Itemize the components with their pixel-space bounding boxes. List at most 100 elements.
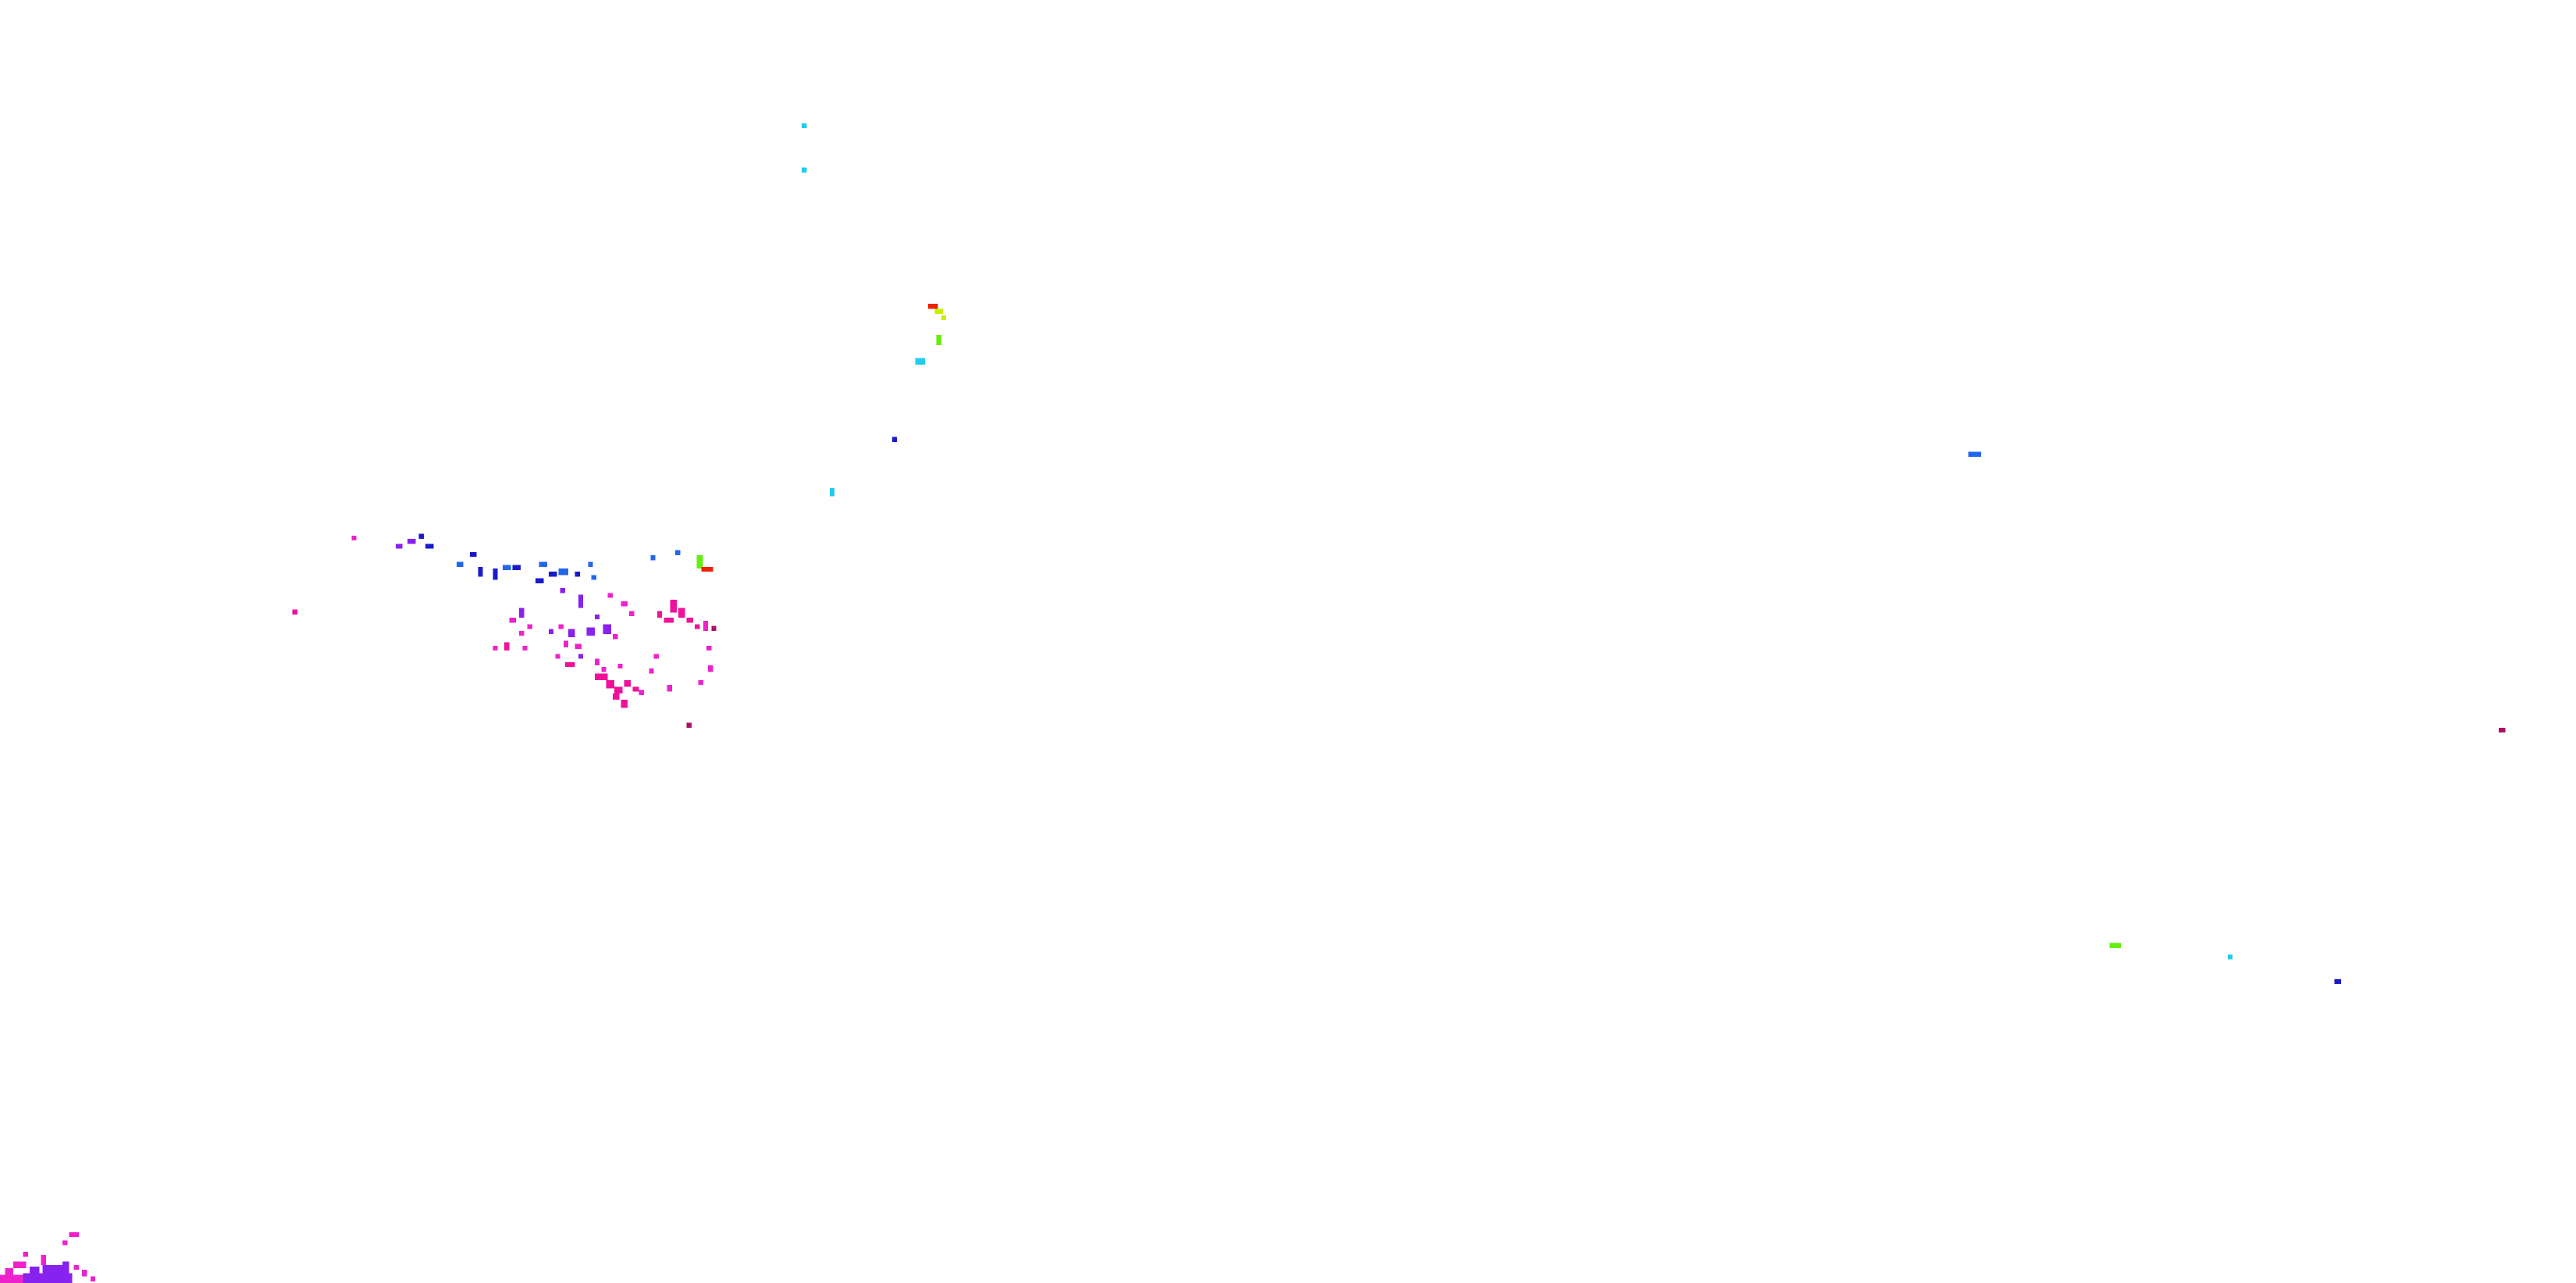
pixel-speck	[457, 561, 464, 567]
pixel-speck	[617, 663, 623, 669]
pixel-speck	[407, 539, 416, 544]
pixel-speck	[82, 1270, 87, 1277]
pixel-speck	[512, 565, 521, 570]
pixel-speck	[519, 608, 525, 618]
pixel-speck	[703, 621, 709, 631]
pixel-speck	[934, 308, 943, 314]
pixel-speck	[621, 700, 628, 708]
pixel-speck	[292, 609, 297, 615]
pixel-speck	[656, 611, 663, 618]
pixel-speck	[2227, 954, 2233, 960]
pixel-speck	[504, 642, 510, 651]
pixel-speck	[578, 594, 584, 608]
pixel-speck	[639, 690, 644, 695]
pixel-speck	[594, 614, 600, 620]
pixel-speck	[607, 593, 613, 598]
pixel-speck	[578, 654, 584, 659]
pixel-speck	[594, 673, 608, 680]
pixel-speck	[42, 1264, 62, 1275]
pixel-speck	[686, 722, 692, 728]
pixel-speck	[594, 658, 600, 665]
pixel-speck	[675, 550, 681, 555]
pixel-speck	[588, 561, 593, 567]
pixel-speck	[601, 667, 607, 672]
pixel-speck	[653, 654, 659, 659]
pixel-speck	[493, 568, 498, 580]
pixel-speck	[0, 1274, 23, 1283]
pixel-speck	[12, 1261, 27, 1269]
pixel-speck	[686, 618, 694, 623]
pixel-speck	[62, 1240, 68, 1246]
pixel-speck	[2109, 943, 2121, 948]
pixel-speck	[555, 654, 560, 659]
pixel-speck	[802, 167, 807, 173]
pixel-speck	[425, 543, 434, 549]
pixel-speck	[565, 661, 575, 668]
pixel-speck	[915, 358, 925, 365]
pixel-speck	[493, 645, 498, 651]
pixel-speck	[41, 1255, 46, 1265]
pixel-speck	[539, 561, 547, 567]
pixel-speck	[941, 315, 947, 321]
pixel-speck	[527, 624, 532, 629]
pixel-speck	[351, 535, 357, 541]
pixel-speck	[5, 1268, 13, 1277]
pixel-speck	[69, 1231, 79, 1238]
pixel-speck	[568, 629, 575, 638]
pixel-speck	[73, 1264, 79, 1271]
pixel-speck	[621, 601, 628, 607]
pixel-speck	[667, 685, 672, 692]
pixel-speck	[2499, 727, 2506, 733]
pixel-speck	[575, 572, 580, 577]
pixel-speck	[613, 693, 620, 700]
pixel-speck	[23, 1273, 73, 1283]
pixel-speck	[698, 679, 703, 686]
pixel-speck	[613, 634, 618, 640]
pixel-speck	[558, 624, 564, 629]
pixel-speck	[708, 665, 713, 672]
pixel-speck	[469, 551, 477, 558]
pixel-speck	[586, 627, 595, 636]
pixel-speck	[519, 630, 525, 636]
pixel-speck	[695, 624, 700, 629]
pixel-speck	[606, 679, 615, 689]
pixel-speck	[891, 437, 898, 442]
pixel-speck	[614, 686, 623, 693]
pixel-speck	[936, 335, 941, 345]
pixel-speck	[591, 575, 596, 580]
pixel-speck	[701, 566, 713, 572]
pixel-speck	[522, 645, 528, 651]
pixel-speck	[629, 611, 635, 616]
pixel-speck	[418, 533, 424, 539]
pixel-speck	[575, 643, 582, 649]
pixel-speck	[670, 599, 678, 613]
pixel-speck	[706, 645, 712, 651]
pixel-speck	[649, 668, 654, 674]
pixel-speck	[62, 1261, 69, 1274]
pixel-speck	[509, 618, 516, 623]
pixel-speck	[558, 568, 569, 576]
pixel-speck	[711, 625, 717, 631]
pixel-speck	[678, 608, 685, 618]
pixel-speck	[632, 686, 639, 692]
pixel-speck	[802, 123, 807, 129]
pixel-speck	[563, 640, 569, 647]
pixel-speck	[928, 304, 938, 309]
pixel-speck	[548, 629, 554, 634]
pixel-speck	[90, 1276, 96, 1281]
pixel-speck	[23, 1252, 28, 1257]
pixel-speck	[603, 624, 611, 634]
pixel-speck	[560, 588, 565, 593]
pixel-speck	[829, 487, 835, 497]
pixel-speck	[624, 679, 632, 687]
pixel-speck	[396, 543, 403, 549]
pixel-speck	[650, 555, 656, 561]
pixel-speck	[548, 572, 557, 577]
pixel-speck	[478, 566, 483, 577]
pixel-speck	[503, 565, 511, 570]
pixel-speck	[1968, 451, 1982, 457]
pixel-speck	[2334, 978, 2341, 985]
pixel-speck	[29, 1267, 40, 1274]
